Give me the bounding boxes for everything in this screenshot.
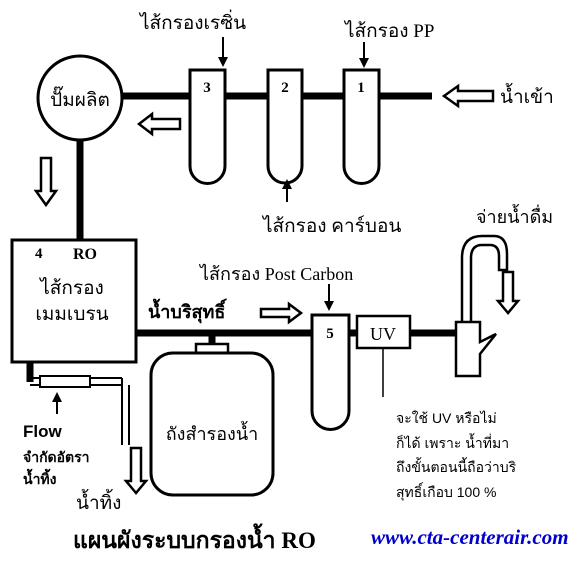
pump-circle xyxy=(36,54,124,142)
membrane-label-2: เมมเบรน xyxy=(35,304,108,325)
ro-number: 4 xyxy=(35,246,43,262)
uv-note-4: สุทธิ์เกือบ 100 % xyxy=(396,482,496,501)
uv-note-3: ถึงขั้นตอนนี้ถือว่าบริ xyxy=(396,457,517,475)
pure-water-label: น้ำบริสุทธิ์ xyxy=(148,298,227,324)
website-link[interactable]: www.cta-centerair.com xyxy=(371,525,569,549)
flow-restrictor xyxy=(39,375,91,388)
flow-label: Flow xyxy=(23,422,62,441)
waste-arrow xyxy=(123,446,149,495)
flow-label-3: น้ำทิ้ง xyxy=(23,468,57,487)
resin-filter-label: ไส้กรองเรซิ่น xyxy=(138,9,246,34)
inlet-arrow xyxy=(441,83,495,109)
flow-label-2: จำกัดอัตรา xyxy=(23,449,90,465)
uv-label: UV xyxy=(370,324,396,344)
waste-label: น้ำทิ้ง xyxy=(76,489,121,514)
carbon-filter-label: ไส้กรอง คาร์บอน xyxy=(261,215,401,237)
flow-arrows xyxy=(33,83,521,495)
uv-note-1: จะใช้ UV หรือไม่ xyxy=(396,410,497,426)
filter-2-number: 2 xyxy=(281,80,289,96)
filter-5-number: 5 xyxy=(326,326,334,342)
post-carbon-label: ไส้กรอง Post Carbon xyxy=(198,263,353,284)
pp-filter-label: ไส้กรอง PP xyxy=(343,20,434,42)
pump-down-arrow xyxy=(33,156,59,208)
faucet-body xyxy=(454,320,497,378)
tank-label: ถังสำรองน้ำ xyxy=(166,421,258,444)
pointer-arrows xyxy=(52,37,369,414)
prefilter-1: 1 xyxy=(342,68,381,185)
diagram-title: แผนผังระบบกรองน้ำ RO xyxy=(73,523,316,553)
filter-1-number: 1 xyxy=(357,80,365,96)
post-carbon-filter: 5 xyxy=(310,313,351,431)
water-in-label: น้ำเข้า xyxy=(500,83,554,108)
membrane-label-1: ไส้กรอง xyxy=(38,277,104,299)
filter-3-number: 3 xyxy=(203,80,211,96)
ro-membrane-box xyxy=(10,238,138,364)
to-pump-arrow xyxy=(136,111,182,137)
faucet-output-arrow xyxy=(495,270,521,315)
uv-note-2: ก็ได้ เพราะ น้ำที่มา xyxy=(396,433,509,451)
prefilter-2: 2 xyxy=(266,68,304,185)
pure-water-arrow xyxy=(259,301,304,325)
prefilter-3: 3 xyxy=(188,68,227,185)
faucet-spout xyxy=(460,234,509,327)
pump-label: ปั๊มผลิต xyxy=(50,86,110,111)
storage-tank xyxy=(149,351,275,497)
ro-title: RO xyxy=(73,246,97,263)
faucet xyxy=(454,234,509,378)
dispense-label: จ่ายน้ำดื่ม xyxy=(476,204,553,227)
